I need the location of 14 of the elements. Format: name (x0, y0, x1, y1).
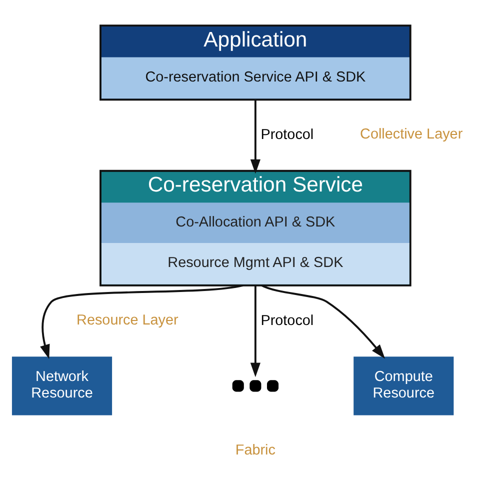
arrow (40, 284, 244, 359)
arrow (250, 99, 260, 174)
label: Resource Layer (76, 312, 178, 328)
label: Fabric (235, 442, 276, 458)
label: Collective Layer (360, 126, 463, 142)
edge-label: Protocol (260, 126, 314, 143)
arrow (261, 284, 386, 358)
node-box: Compute Resource (354, 356, 454, 415)
node-box: Resource Mgmt API & SDK (101, 242, 410, 284)
node-box: Co-reservation Service API & SDK (101, 56, 410, 98)
edge-label: Protocol (260, 312, 314, 328)
node-box: Co-Allocation API & SDK (101, 202, 410, 244)
arrow (250, 284, 260, 377)
node-box: Network Resource (12, 356, 112, 415)
